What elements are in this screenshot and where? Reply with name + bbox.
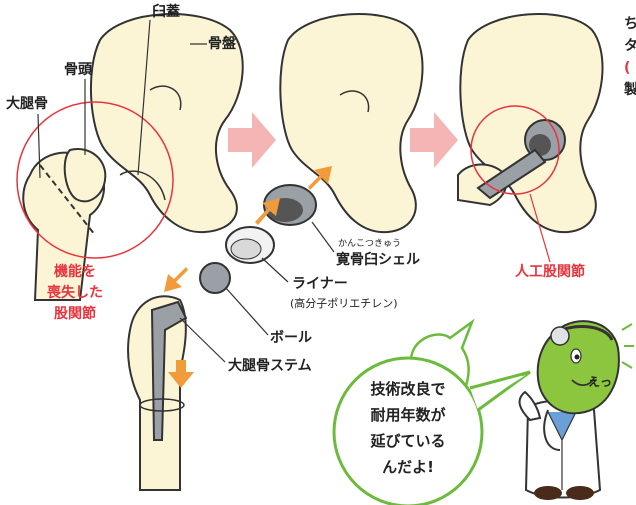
mascot-badge: えっ	[588, 375, 612, 389]
femur-with-stem	[127, 295, 188, 491]
mascot-doctor	[518, 320, 634, 500]
label-ball: ボール	[270, 330, 312, 346]
pelvis-middle	[279, 13, 424, 234]
speech-line-4: んだよ!	[382, 458, 434, 476]
femur-leader	[37, 113, 41, 179]
label-lost-function-2: 喪失した	[47, 284, 103, 301]
femur-left	[22, 148, 107, 301]
step-arrow-2	[410, 112, 458, 168]
stem-leader	[179, 317, 226, 363]
label-lost-function-3: 股関節	[54, 305, 96, 322]
pelvis-left	[90, 13, 244, 234]
speech-line-3: 延びている	[369, 432, 445, 450]
arrow-shell-to-pelvis	[308, 166, 332, 190]
cut-line	[39, 164, 96, 236]
label-lost-function-1: 機能を	[54, 263, 96, 280]
pelvis-right	[459, 13, 604, 234]
label-stem: 大腿骨ステム	[228, 357, 312, 374]
shell-leader	[311, 221, 335, 253]
implant-leader	[529, 193, 551, 263]
liner-component	[225, 226, 275, 264]
cropped-char-4: 製	[623, 81, 636, 98]
label-artificial-joint: 人工股関節	[515, 263, 585, 280]
arrow-liner-to-shell	[255, 198, 280, 225]
label-femoral-head: 骨頭	[64, 61, 93, 78]
problem-circle	[16, 101, 174, 259]
label-pelvis: 骨盤	[208, 35, 237, 52]
implant-circle	[470, 105, 560, 195]
label-shell: 寛骨臼シェル	[336, 251, 420, 268]
cropped-char-3: (	[624, 60, 630, 76]
label-femur: 大腿骨	[6, 95, 48, 112]
ball-component	[199, 262, 231, 294]
ball-leader	[225, 287, 269, 336]
label-liner-sub: (高分子ポリエチレン)	[290, 296, 398, 310]
cropped-char-2: タ	[624, 38, 636, 54]
speech-line-1: 技術改良で	[370, 380, 445, 398]
speech-bubble	[332, 318, 531, 505]
arrow-stem-into-femur	[168, 360, 194, 388]
acetabulum-leader	[137, 19, 151, 176]
speech-line-2: 耐用年数が	[370, 406, 446, 424]
cropped-char-1: ち	[624, 16, 636, 32]
label-acetabulum: 臼蓋	[152, 3, 180, 20]
label-liner: ライナー	[292, 276, 348, 292]
step-arrow-1	[228, 112, 276, 168]
arrow-ball-to-stem	[164, 267, 188, 292]
liner-leader	[261, 257, 289, 283]
label-shell-ruby: かんこつきゅう	[338, 238, 401, 249]
